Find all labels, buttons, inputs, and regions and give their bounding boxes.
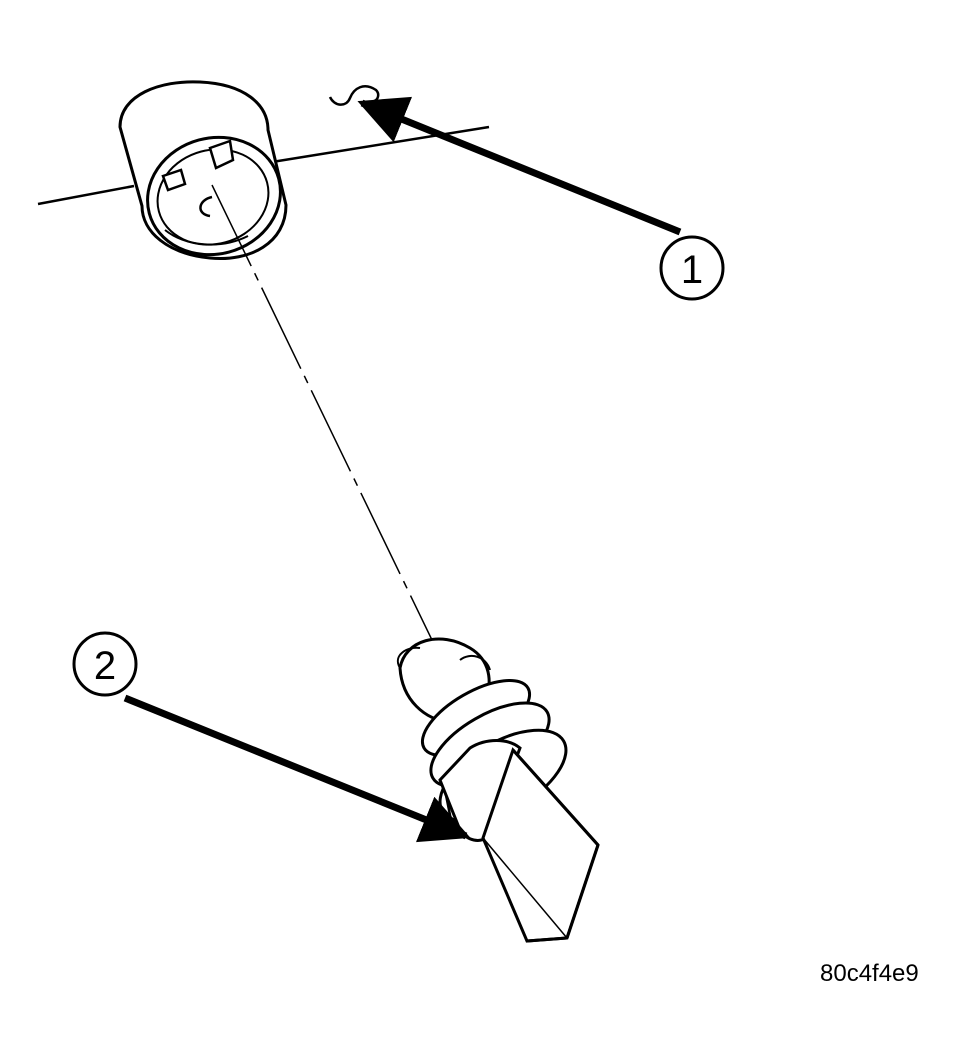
callout-2-number: 2	[94, 644, 116, 688]
bulb-assembly	[397, 637, 600, 943]
alignment-centerline	[211, 184, 433, 641]
callout-1: 1	[357, 96, 725, 301]
wire-harness	[37, 125, 490, 206]
callout-2-circle	[72, 631, 138, 697]
callout-1-circle	[659, 235, 725, 301]
callout-2-leader-arrow	[123, 694, 471, 843]
callout-1-leader-arrow	[357, 96, 682, 236]
callout-1-number: 1	[681, 248, 703, 292]
callout-2: 2	[72, 631, 471, 843]
figure-id: 80c4f4e9	[820, 960, 919, 987]
bulb-socket	[118, 80, 288, 261]
retaining-clip	[328, 85, 380, 106]
